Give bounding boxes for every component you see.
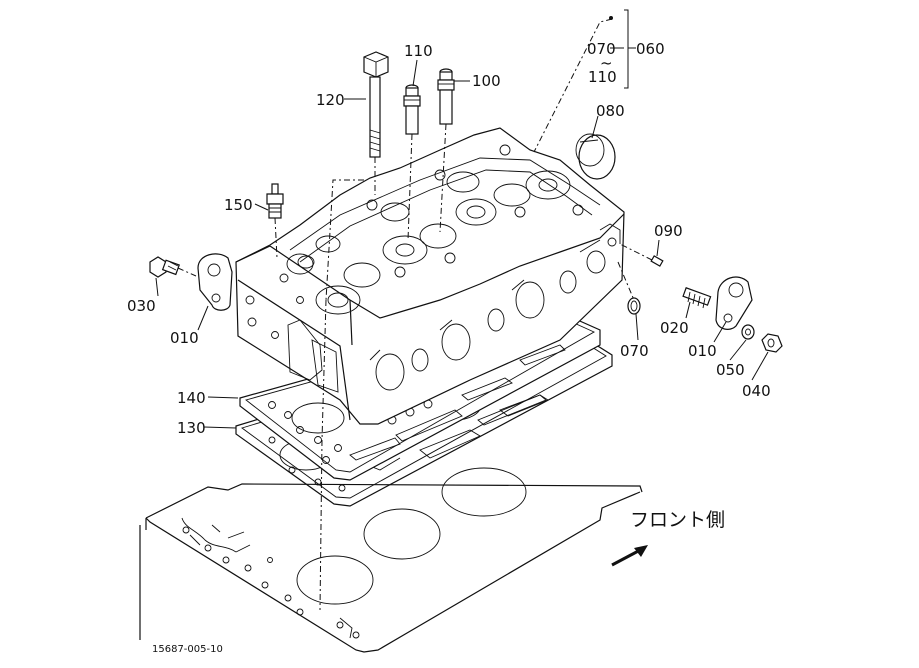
callout-010-left: 010 [170, 329, 199, 347]
front-direction-arrow [611, 545, 648, 567]
range-tilde: ~ [600, 54, 613, 72]
assembly-center-lines [177, 18, 653, 611]
washer-050 [741, 324, 755, 340]
callout-070-range: 070 [587, 40, 616, 58]
callout-150: 150 [224, 196, 253, 214]
bolt-030 [149, 256, 180, 278]
figure-code: 15687-005-10 [152, 644, 223, 655]
callout-140: 140 [177, 389, 206, 407]
callout-110: 110 [404, 42, 433, 60]
pin-090 [650, 255, 664, 267]
seal-ring-070 [627, 297, 641, 315]
cylinder-head [235, 127, 625, 425]
callout-120: 120 [316, 91, 345, 109]
callout-020: 020 [660, 319, 689, 337]
bracket-010-left [197, 253, 233, 311]
callout-030: 030 [127, 297, 156, 315]
callout-060: 060 [636, 40, 665, 58]
nut-040 [761, 333, 783, 353]
stud-110 [403, 84, 421, 135]
leader-lines [155, 59, 769, 429]
cylinder-block-outline [139, 467, 643, 653]
head-bolt-120 [363, 51, 389, 158]
stud-020 [682, 287, 712, 309]
sensor-150 [266, 183, 284, 219]
range-bracket [609, 9, 636, 89]
callout-070: 070 [620, 342, 649, 360]
callout-080: 080 [596, 102, 625, 120]
callout-130: 130 [177, 419, 206, 437]
front-side-label: フロント側 [630, 509, 725, 531]
plug-cap-080 [575, 133, 616, 180]
stud-100 [437, 68, 455, 125]
callout-040: 040 [742, 382, 771, 400]
callout-050: 050 [716, 361, 745, 379]
callout-110-range: 110 [588, 68, 617, 86]
bracket-010-right [715, 276, 753, 330]
callout-010-right: 010 [688, 342, 717, 360]
callout-090: 090 [654, 222, 683, 240]
callout-100: 100 [472, 72, 501, 90]
